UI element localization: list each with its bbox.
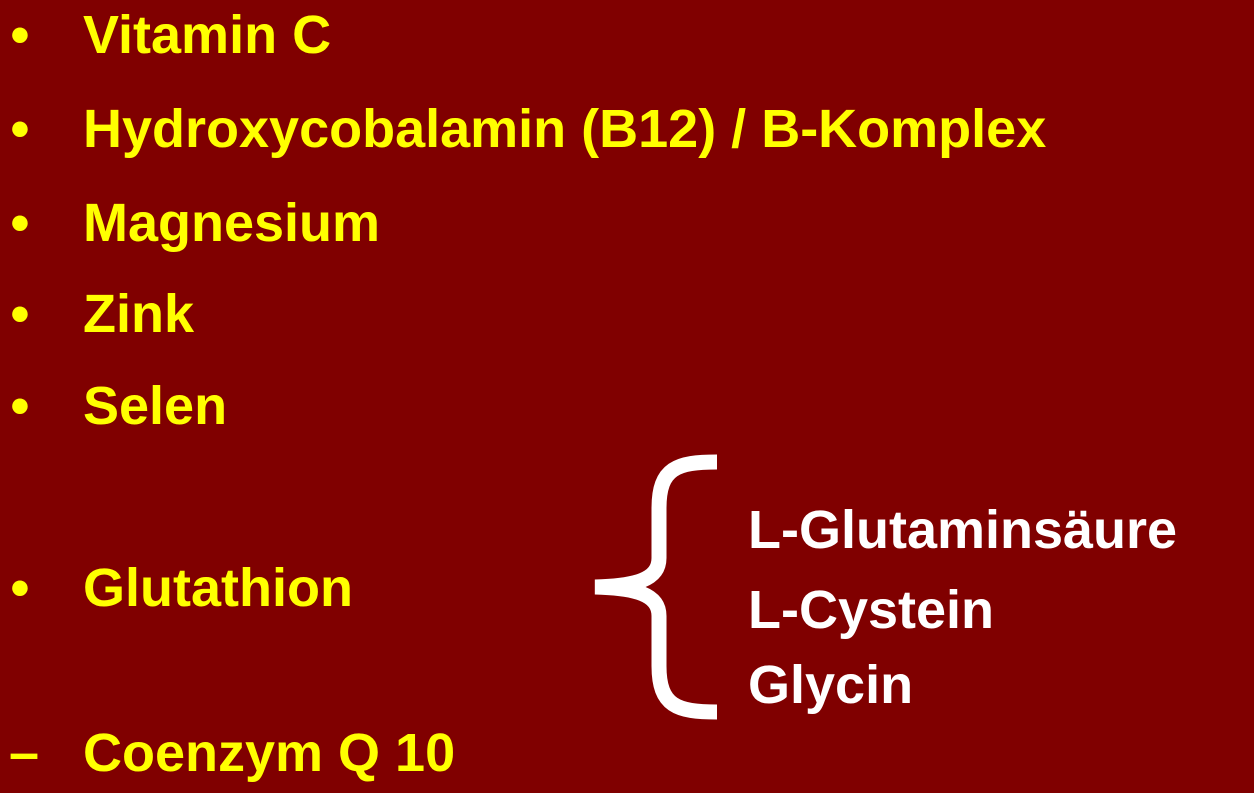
list-item-label: Coenzym Q 10 (83, 723, 456, 783)
component-glycin: Glycin (748, 655, 914, 715)
dash-marker: – (8, 723, 40, 783)
bullet-marker: • (10, 284, 30, 344)
list-item-label: Vitamin C (83, 5, 332, 65)
component-l-glutaminsaeure: L-Glutaminsäure (748, 500, 1178, 560)
list-item-label: Magnesium (83, 193, 381, 253)
component-l-cystein: L-Cystein (748, 580, 995, 640)
bullet-marker: • (10, 558, 30, 618)
bullet-marker: • (10, 376, 30, 436)
list-item-label: Glutathion (83, 558, 353, 618)
curly-brace-icon (594, 454, 718, 720)
list-item-label: Selen (83, 376, 228, 436)
list-item-label: Zink (83, 284, 195, 344)
bullet-marker: • (10, 193, 30, 253)
bullet-marker: • (10, 5, 30, 65)
bullet-marker: • (10, 99, 30, 159)
list-item-label: Hydroxycobalamin (B12) / B-Komplex (83, 99, 1047, 159)
